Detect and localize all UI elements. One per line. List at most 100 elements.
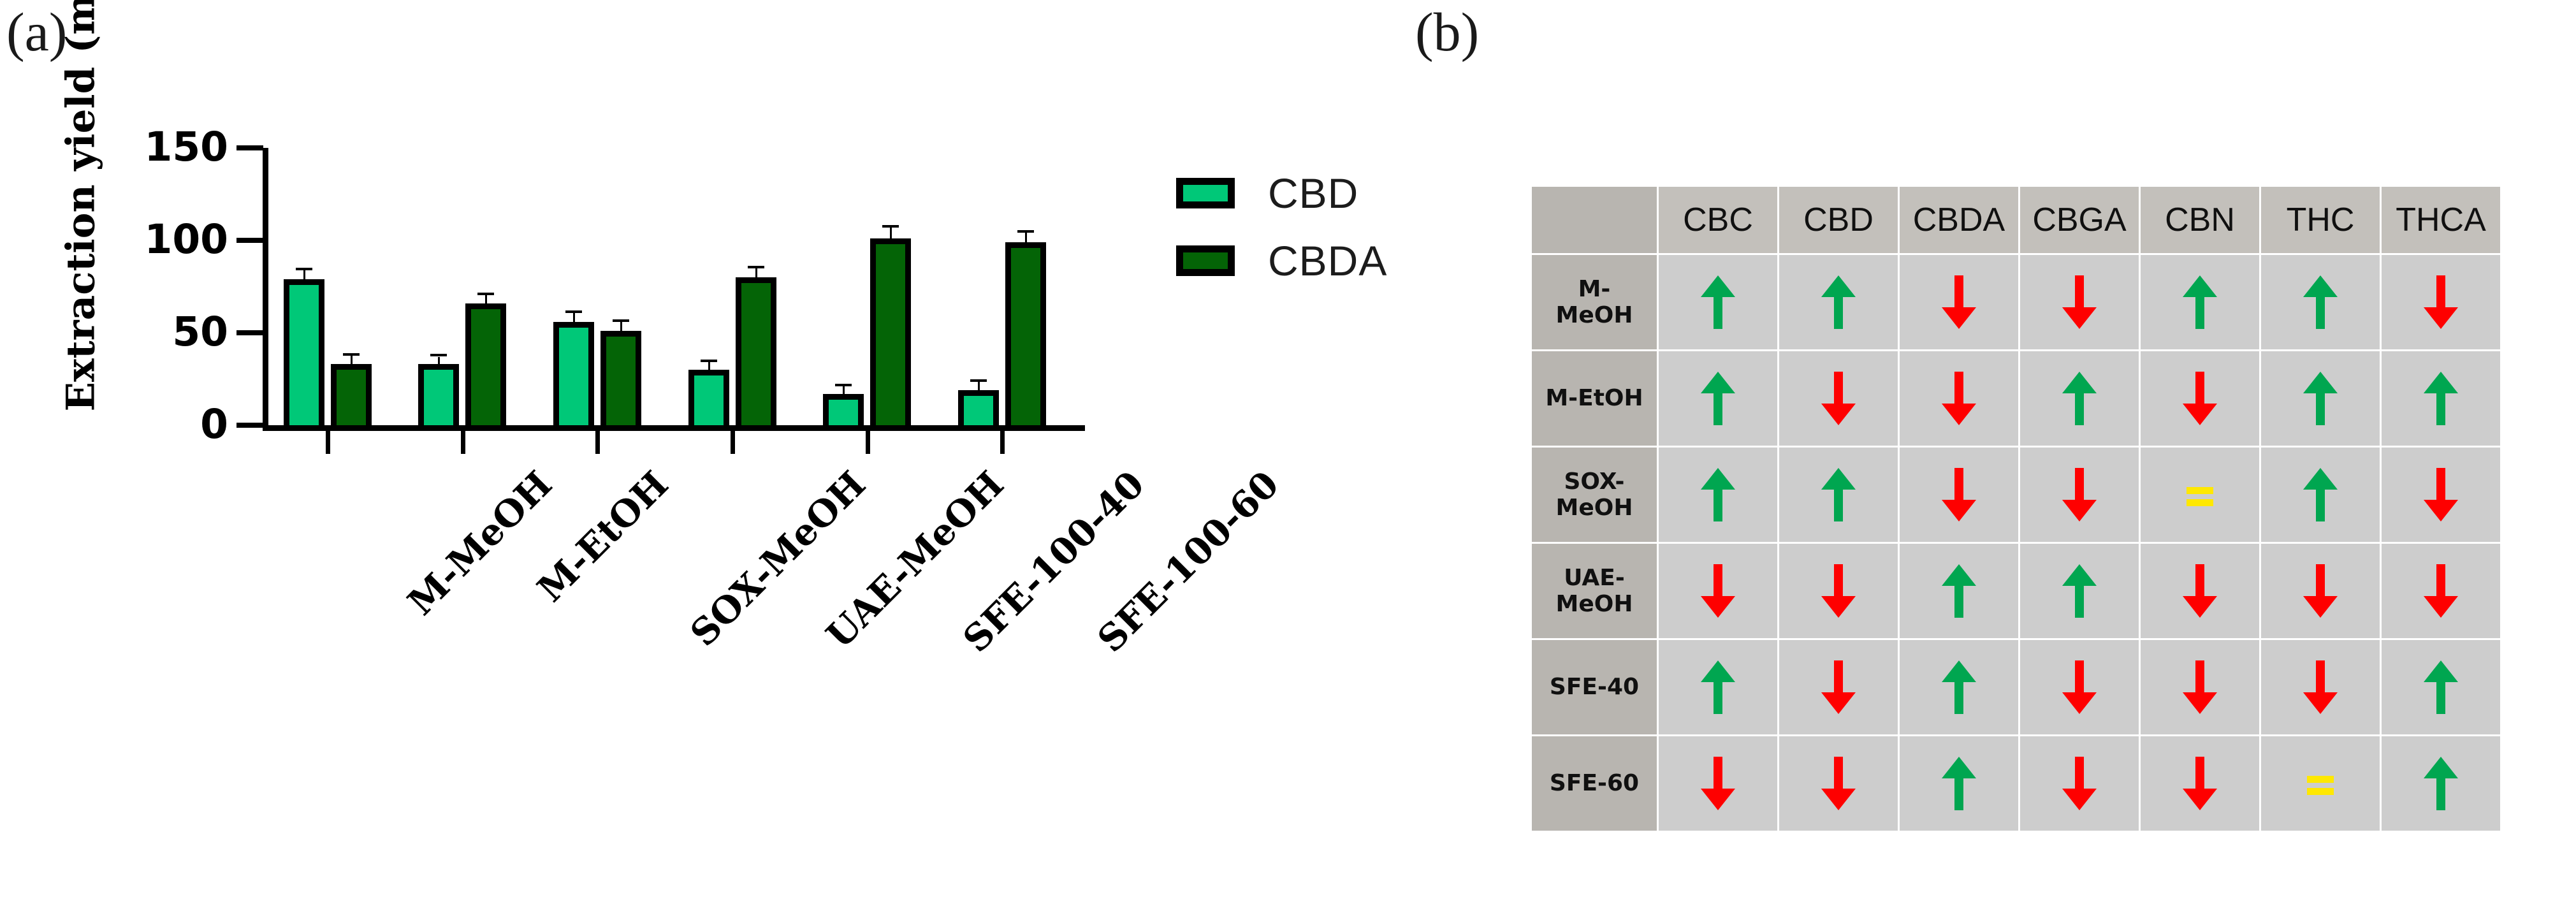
legend-swatch (1176, 178, 1235, 208)
error-bar-cap (342, 353, 360, 356)
arrow-down-icon (2141, 351, 2259, 446)
table-row: M-EtOH (1532, 351, 2500, 446)
arrow-down-icon (1659, 544, 1777, 638)
bar-group (806, 148, 942, 425)
error-bar (485, 295, 488, 303)
x-axis-tick (730, 431, 735, 454)
arrow-down-icon (2020, 640, 2139, 734)
legend-label: CBDA (1268, 237, 1388, 284)
x-axis-tick (325, 431, 330, 454)
error-bar-cap (477, 292, 495, 295)
table-column-header-cbc: CBC (1659, 187, 1777, 253)
error-bar-cap (835, 383, 852, 386)
panel-b-label: (b) (1415, 1, 1480, 62)
arrow-down-icon (1779, 736, 1898, 831)
arrow-up-icon (1900, 544, 2018, 638)
error-bar-cap (1017, 229, 1035, 233)
arrow-down-icon (2261, 640, 2380, 734)
arrow-up-icon (2382, 736, 2500, 831)
panel-a-label: (a) (6, 1, 68, 62)
table-row: M-MeOH (1532, 255, 2500, 349)
bar-cbd (958, 390, 1000, 425)
bar-cbd (418, 364, 460, 425)
equal-sign-icon (2261, 736, 2380, 831)
arrow-down-icon (1779, 544, 1898, 638)
table-column-header-thc: THC (2261, 187, 2380, 253)
bar-cbd (553, 321, 595, 425)
arrow-down-icon (1659, 736, 1777, 831)
x-axis-tick (865, 431, 870, 454)
bar-cbda (870, 238, 912, 425)
arrow-up-icon (1659, 640, 1777, 734)
bar-cbda (600, 331, 642, 425)
table-row: SFE-40 (1532, 640, 2500, 734)
error-bar (573, 312, 576, 322)
table-row-header-m-etoh: M-EtOH (1532, 351, 1657, 446)
error-bar (890, 228, 892, 239)
error-bar (978, 382, 980, 390)
y-axis-tick (236, 330, 263, 335)
arrow-down-icon (1900, 351, 2018, 446)
bar-cbd (823, 393, 864, 425)
bar-cbda (330, 364, 372, 425)
arrow-up-icon (2261, 255, 2380, 349)
y-axis-tick (236, 238, 263, 243)
arrow-down-icon (2141, 640, 2259, 734)
plot-area (266, 148, 1076, 425)
x-axis-line (263, 425, 1085, 431)
bar-group (536, 148, 671, 425)
arrow-up-icon (2261, 448, 2380, 542)
error-bar-cap (613, 319, 630, 323)
table-row: UAE-MeOH (1532, 544, 2500, 638)
y-axis-tick-label: 50 (172, 309, 228, 355)
legend-item: CBDA (1176, 227, 1387, 295)
error-bar-cap (747, 265, 764, 268)
arrow-down-icon (2141, 736, 2259, 831)
x-axis-tick (1000, 431, 1005, 454)
table-row: SOX-MeOH (1532, 448, 2500, 542)
arrow-up-icon (2020, 351, 2139, 446)
y-axis-line (263, 148, 268, 430)
arrow-up-icon (1659, 255, 1777, 349)
x-axis-category-label: M-MeOH (399, 463, 560, 624)
y-axis-tick-label: 0 (200, 401, 228, 448)
x-axis-tick (595, 431, 600, 454)
arrow-down-icon (2261, 544, 2380, 638)
bar-group (266, 148, 402, 425)
arrow-up-icon (2382, 351, 2500, 446)
bar-cbda (735, 277, 776, 425)
table-row-header-sox-meoh: SOX-MeOH (1532, 448, 1657, 542)
error-bar (755, 268, 757, 277)
bar-cbd (283, 279, 324, 425)
table-column-header-cbga: CBGA (2020, 187, 2139, 253)
y-axis-tick-label: 100 (144, 216, 228, 263)
legend-swatch (1176, 245, 1235, 276)
error-bar-cap (295, 267, 312, 270)
error-bar-cap (970, 379, 987, 382)
arrow-down-icon (2141, 544, 2259, 638)
error-bar-cap (882, 225, 899, 228)
error-bar (303, 270, 305, 279)
error-bar-cap (430, 354, 448, 357)
arrow-down-icon (1900, 448, 2018, 542)
arrow-up-icon (1659, 351, 1777, 446)
table-column-header-thca: THCA (2382, 187, 2500, 253)
table-row-header-uae-meoh: UAE-MeOH (1532, 544, 1657, 638)
arrow-up-icon (2382, 640, 2500, 734)
error-bar (438, 356, 440, 365)
arrow-down-icon (2382, 448, 2500, 542)
y-axis-tick-label: 150 (144, 124, 228, 170)
arrow-up-icon (1659, 448, 1777, 542)
bar-group (671, 148, 806, 425)
table-column-header-cbn: CBN (2141, 187, 2259, 253)
error-bar (1025, 232, 1028, 242)
error-bar-cap (565, 310, 583, 313)
arrow-down-icon (2020, 255, 2139, 349)
error-bar-cap (700, 359, 717, 362)
bar-cbda (1005, 242, 1047, 425)
arrow-up-icon (2020, 544, 2139, 638)
